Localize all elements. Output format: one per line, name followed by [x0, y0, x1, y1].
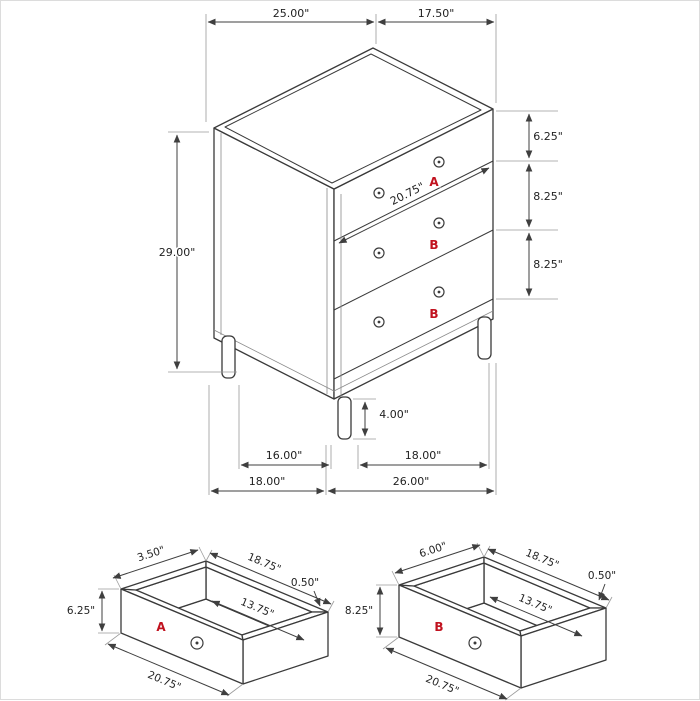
drawer-a-interior-depth-extensions: [205, 549, 335, 613]
dim-drawer-a-front-height: 6.25": [533, 130, 563, 143]
drawer-a-letter: A: [429, 175, 439, 189]
drawer-b-interior-depth-extensions: [483, 545, 613, 609]
dim-drawer-b2-front-height: 8.25": [533, 258, 563, 271]
front-center-leg: [337, 396, 352, 440]
dim-overall-width: 26.00": [393, 475, 430, 488]
dim-drawer-b-front-height: 8.25": [345, 605, 373, 617]
dim-line-drawer-front-width: [338, 167, 490, 244]
bottom-dimension-extension-lines: [208, 363, 497, 495]
dim-drawer-a-interior-depth: 18.75": [246, 551, 283, 576]
dim-top-depth: 17.50": [418, 7, 455, 20]
top-dimension-extension-lines: [205, 14, 497, 122]
drawer-b1-letter: B: [429, 238, 438, 252]
front-right-leg: [477, 316, 492, 360]
dim-line-drawer-a-interior-width: [211, 600, 305, 641]
dim-top-width: 25.00": [273, 7, 310, 20]
drawer-b-detail-letter: B: [434, 620, 443, 634]
dim-leg-span-width: 18.00": [405, 449, 442, 462]
leg-dimension-extension-lines: [353, 398, 376, 440]
dim-line-drawer-b-interior-depth: [487, 548, 610, 601]
dim-drawer-a-front-height: 6.25": [67, 605, 95, 617]
drawer-b2-letter: B: [429, 307, 438, 321]
dim-line-drawer-b-wall-thickness: [598, 583, 606, 601]
drawer-a-front-height-extensions: [98, 588, 119, 634]
dresser-isometric-view: A B B 25.00" 17.50" 29.00" 6.25": [157, 6, 564, 495]
drawer-a-front-width-extensions: [104, 632, 244, 697]
dim-overall-depth: 18.00": [249, 475, 286, 488]
dim-drawer-a-side-height: 3.50": [136, 544, 167, 564]
drawer-b-detail-view: B 8.25" 6.00" 18.75" 0.50" 13.75": [343, 539, 618, 701]
dresser-legs: [221, 316, 492, 440]
dim-line-drawer-a-front-width: [107, 643, 230, 696]
dim-line-drawer-b-interior-width: [489, 596, 583, 637]
drawer-b-box: [398, 556, 607, 689]
dim-drawer-b-wall-thickness: 0.50": [588, 570, 616, 582]
rounded-corner-lines: [213, 133, 494, 396]
dim-drawer-a-wall-thickness: 0.50": [291, 577, 319, 589]
dresser-top-face-inset-line: [224, 53, 482, 184]
right-dimension-extension-lines: [496, 110, 558, 300]
drawer-b-front-height-extensions: [376, 584, 397, 638]
drawer-a-detail-letter: A: [156, 620, 166, 634]
dim-line-drawer-a-side-height: [112, 549, 199, 579]
dim-line-drawer-b-front-width: [385, 647, 508, 700]
dresser-top-face: [213, 47, 494, 190]
dim-line-drawer-b-side-height: [394, 544, 481, 574]
dim-drawer-b1-front-height: 8.25": [533, 190, 563, 203]
dim-line-drawer-a-wall-thickness: [313, 590, 321, 607]
height-dimension-extension-lines: [168, 131, 237, 373]
dim-leg-height: 4.00": [379, 408, 409, 421]
dim-line-drawer-a-interior-depth: [209, 552, 332, 605]
drawer-a-detail-view: A 6.25" 3.50" 18.75" 0.50" 13.75": [65, 543, 335, 697]
drawer-b-front-width-extensions: [382, 636, 522, 701]
rear-left-leg: [221, 335, 236, 379]
dim-total-height: 29.00": [159, 246, 196, 259]
dim-drawer-b-interior-depth: 18.75": [524, 547, 561, 572]
dim-leg-span-depth: 16.00": [266, 449, 303, 462]
